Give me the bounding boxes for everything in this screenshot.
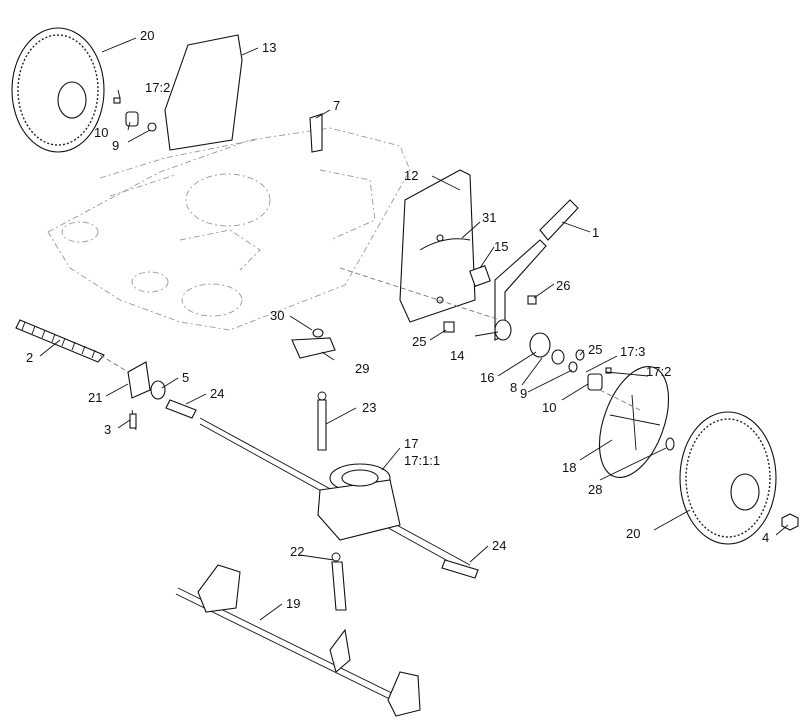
pivot-bracket-right: [387, 671, 421, 717]
washer-part-9: [568, 361, 578, 373]
bushing-part-16: [529, 332, 551, 358]
callout-10-top: 10: [94, 125, 108, 140]
gear-part-top: [125, 111, 139, 127]
callout-17-1-1: 17:1:1: [404, 453, 440, 468]
axle-spring-24a: [165, 399, 197, 419]
nut-part-4: [781, 513, 799, 531]
deflector-part-29: [291, 337, 336, 359]
callout-17-2-right: 17:2: [646, 364, 671, 379]
callout-25-left: 25: [412, 334, 426, 349]
screw-part-30: [312, 328, 324, 338]
callout-28: 28: [588, 482, 602, 497]
callout-21: 21: [88, 390, 102, 405]
callout-8: 8: [510, 380, 517, 395]
pivot-bracket-left: [197, 564, 241, 613]
callout-29: 29: [355, 361, 369, 376]
callout-14: 14: [450, 348, 464, 363]
callout-1: 1: [592, 225, 599, 240]
callout-13: 13: [262, 40, 276, 55]
spring-clip-part: [469, 265, 491, 287]
screw-part-3: [129, 413, 137, 429]
bushing-part-5: [150, 380, 166, 400]
mower-chassis-outline: [47, 127, 411, 331]
height-adjust-plate: [399, 169, 476, 323]
clip-part: [309, 113, 323, 153]
callout-16: 16: [480, 370, 494, 385]
callout-24-left: 24: [210, 386, 224, 401]
callout-22: 22: [290, 544, 304, 559]
spacer-part-8: [551, 349, 565, 365]
callout-26: 26: [556, 278, 570, 293]
callout-17-2-top: 17:2: [145, 80, 170, 95]
callout-30: 30: [270, 308, 284, 323]
key-part-right: [605, 367, 612, 374]
washer-part-top: [147, 122, 157, 132]
height-adjust-lever: [539, 199, 579, 241]
callout-2: 2: [26, 350, 33, 365]
callout-3: 3: [104, 422, 111, 437]
callout-23: 23: [362, 400, 376, 415]
callout-15: 15: [494, 239, 508, 254]
axle-spring-left: [15, 319, 105, 363]
washer-part-28: [665, 437, 675, 451]
extension-spring-23: [317, 399, 327, 451]
key-part-top: [113, 97, 121, 104]
callout-17-3: 17:3: [620, 344, 645, 359]
callout-17: 17: [404, 436, 418, 451]
axle-spring-24b: [441, 559, 479, 579]
bolt-part-25a: [443, 321, 455, 333]
callout-5: 5: [182, 370, 189, 385]
transmission-part: [317, 463, 401, 541]
callout-12: 12: [404, 168, 418, 183]
bracket-part-21: [127, 361, 151, 399]
callout-20-top: 20: [140, 28, 154, 43]
extension-spring-22: [331, 561, 347, 611]
gear-part-right: [587, 373, 603, 391]
callout-4: 4: [762, 530, 769, 545]
callout-19: 19: [286, 596, 300, 611]
bolt-part-26: [527, 295, 537, 305]
wheel-bottom-right: [679, 411, 777, 545]
callout-20-right: 20: [626, 526, 640, 541]
callout-9-top: 9: [112, 138, 119, 153]
callout-18: 18: [562, 460, 576, 475]
callout-24-right: 24: [492, 538, 506, 553]
callout-31: 31: [482, 210, 496, 225]
callout-25-right: 25: [588, 342, 602, 357]
leader-lines: [39, 37, 789, 621]
pivot-arm: [329, 628, 351, 673]
handle-bracket: [164, 34, 243, 151]
callout-10-right: 10: [542, 400, 556, 415]
callout-9-right: 9: [520, 386, 527, 401]
wheel-top-left: [11, 27, 105, 153]
pivot-part: [494, 319, 512, 341]
callout-7: 7: [333, 98, 340, 113]
